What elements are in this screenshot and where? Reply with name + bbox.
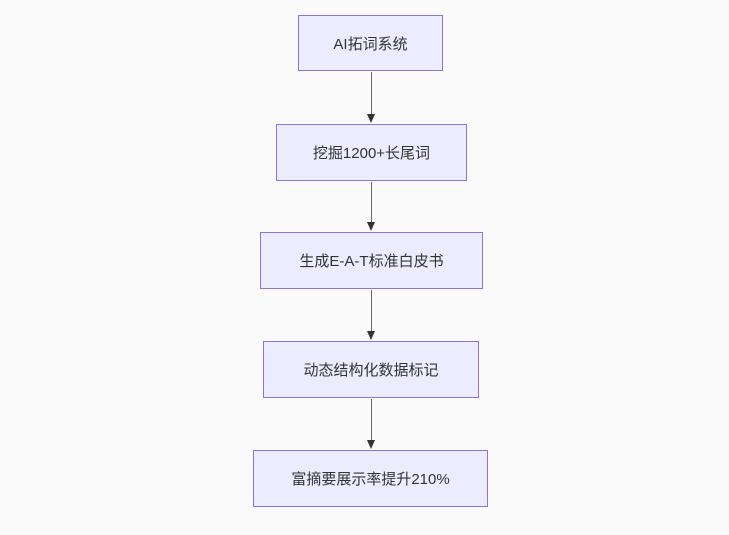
arrow-line <box>370 182 373 223</box>
flow-node-longtail-mining: 挖掘1200+长尾词 <box>276 124 467 181</box>
flow-node-structured-data-markup: 动态结构化数据标记 <box>263 341 479 398</box>
flow-node-eat-whitepaper: 生成E-A-T标准白皮书 <box>260 232 483 289</box>
arrow-down-icon <box>367 222 375 231</box>
arrow-down-icon <box>367 331 375 340</box>
flow-node-label: 动态结构化数据标记 <box>303 362 439 379</box>
arrow-line <box>370 399 373 441</box>
flow-edge-3 <box>366 290 377 340</box>
arrow-line <box>370 290 373 332</box>
arrow-down-icon <box>367 114 375 123</box>
flow-edge-4 <box>366 399 377 449</box>
flow-node-label: 生成E-A-T标准白皮书 <box>299 253 444 270</box>
arrow-line <box>370 72 373 115</box>
flow-node-rich-snippet-result: 富摘要展示率提升210% <box>253 450 488 507</box>
flow-node-label: 富摘要展示率提升210% <box>291 471 450 488</box>
flow-edge-1 <box>366 72 377 123</box>
arrow-down-icon <box>367 440 375 449</box>
flow-node-label: 挖掘1200+长尾词 <box>312 145 431 162</box>
flow-edge-2 <box>366 182 377 231</box>
flow-node-label: AI拓词系统 <box>333 35 408 53</box>
flow-node-ai-word-expansion: AI拓词系统 <box>298 15 443 71</box>
